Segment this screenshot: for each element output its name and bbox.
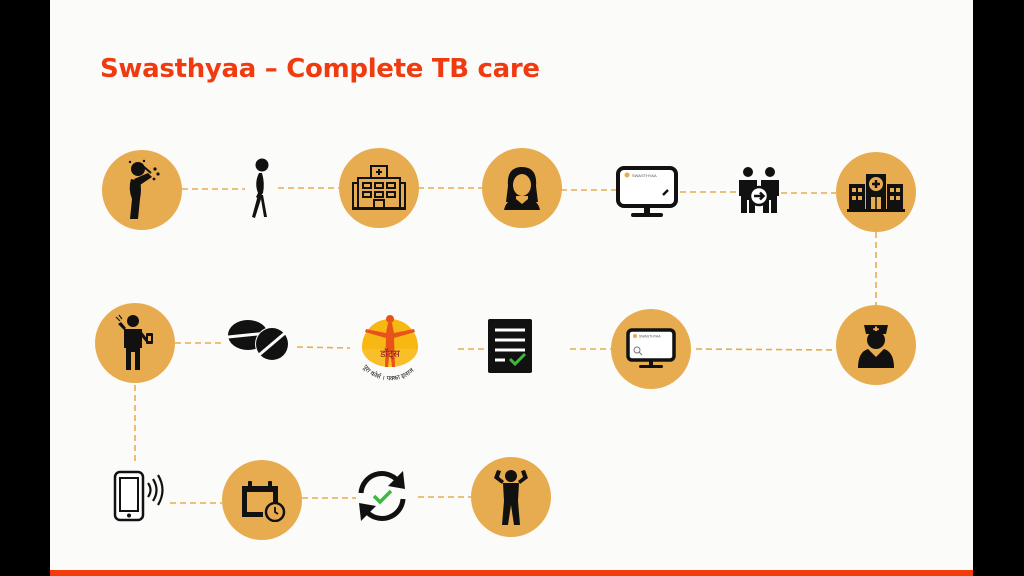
dots-logo: डॉट्स पूरा कोर्स । पक्का इलाज [361, 315, 418, 382]
monitor-search-icon: SWASTHYAA [626, 328, 676, 368]
monitor-edit-icon: SWASTHYAA [616, 166, 678, 217]
health-worker-node [482, 148, 562, 228]
bottom-accent-bar [50, 570, 973, 576]
referral-people-icon [739, 167, 779, 213]
female-health-worker-icon [504, 167, 540, 210]
slide: Swasthyaa – Complete TB care [50, 0, 973, 576]
swasthyaa-lookup-node: SWASTHYAA [611, 309, 691, 389]
svg-text:SWASTHYAA: SWASTHYAA [632, 173, 657, 178]
checklist-document-icon [488, 319, 532, 373]
mobile-reminder-node [102, 456, 182, 536]
coughing-patient-node [102, 150, 182, 230]
hospital-building-icon [352, 165, 406, 210]
coughing-person-icon [128, 159, 160, 219]
flow-connectors [134, 187, 877, 504]
pills-icon [227, 320, 289, 361]
cured-patient-node [471, 457, 551, 537]
swasthyaa-registration-node: SWASTHYAA [607, 153, 687, 233]
dots-program-node: डॉट्स पूरा कोर्स । पक्का इलाज [348, 307, 432, 391]
medication-node [220, 300, 300, 380]
strong-person-icon [494, 470, 528, 525]
slide-title: Swasthyaa – Complete TB care [100, 54, 540, 84]
follow-up-schedule-node [222, 460, 302, 540]
svg-text:SWASTHYAA: SWASTHYAA [639, 335, 661, 339]
frail-person-icon [252, 158, 269, 218]
treatment-record-node [470, 306, 550, 386]
mobile-signal-icon [113, 470, 164, 522]
health-centre-node [339, 148, 419, 228]
svg-text:डॉट्स: डॉट्स [379, 348, 400, 360]
adherence-patient-node [95, 303, 175, 383]
treatment-cycle-node [342, 456, 422, 536]
nurse-node [836, 305, 916, 385]
weak-patient-node [221, 150, 301, 230]
person-with-medicine-icon [115, 314, 153, 370]
hospital-icon [847, 174, 905, 212]
referral-node [719, 150, 799, 230]
hospital-node [836, 152, 916, 232]
refresh-check-icon [358, 471, 406, 521]
calendar-clock-icon [242, 481, 286, 522]
nurse-icon [858, 325, 894, 368]
